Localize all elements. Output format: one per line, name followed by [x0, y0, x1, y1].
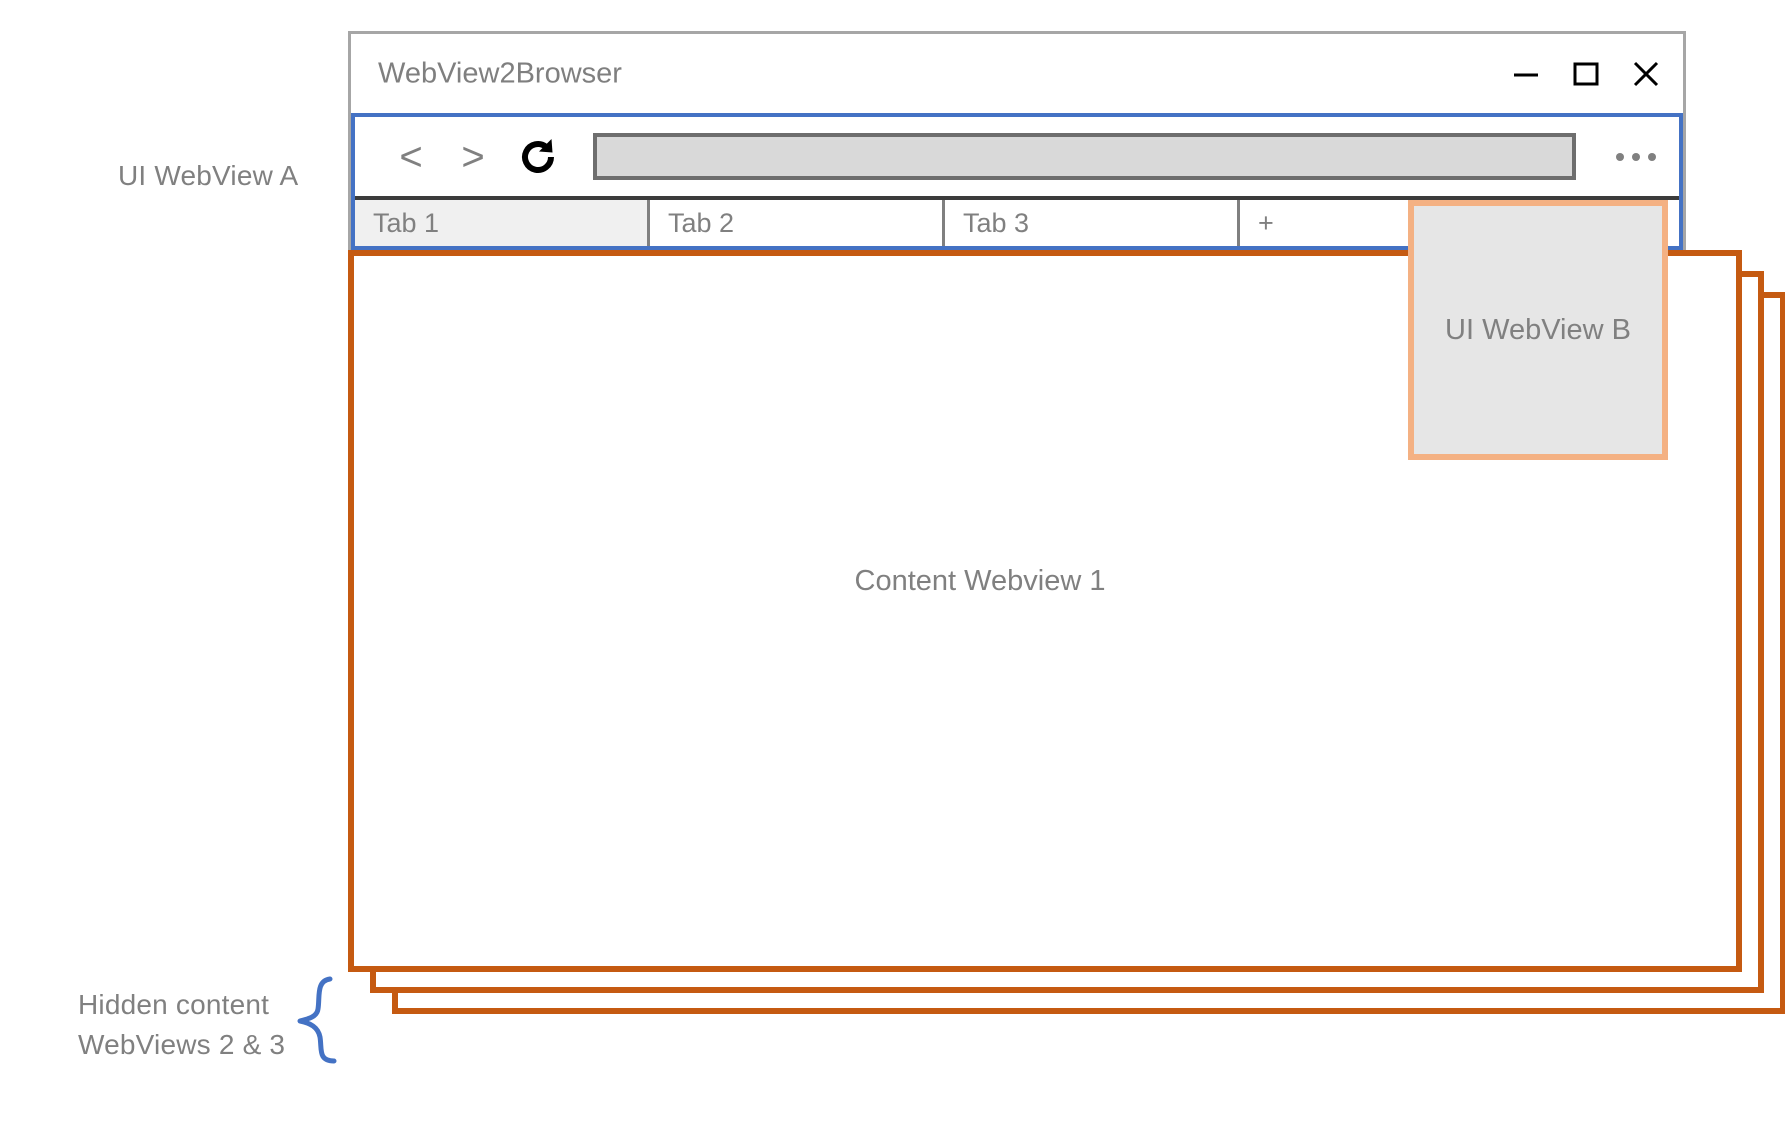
address-input[interactable] — [593, 133, 1576, 180]
tab-1-label: Tab 1 — [373, 207, 440, 238]
overflow-dot-3 — [1648, 152, 1656, 161]
window-title: WebView2Browser — [378, 57, 622, 89]
close-icon[interactable] — [1631, 59, 1661, 89]
brace-annotation-icon — [297, 976, 337, 1064]
overflow-dot-1 — [1616, 152, 1624, 161]
maximize-icon[interactable] — [1571, 59, 1601, 89]
new-tab-label: + — [1258, 207, 1274, 238]
forward-button[interactable]: > — [461, 134, 485, 179]
ui-webview-b-label: UI WebView B — [1445, 313, 1631, 346]
window-controls — [1511, 59, 1661, 89]
back-button[interactable]: < — [399, 134, 423, 179]
tab-1[interactable]: Tab 1 — [355, 200, 650, 246]
title-bar: WebView2Browser — [351, 34, 1683, 113]
overflow-dot-2 — [1632, 152, 1640, 161]
ui-webview-b-panel: UI WebView B — [1408, 200, 1668, 460]
tab-3-label: Tab 3 — [963, 207, 1030, 238]
ui-webview-a-annotation-label: UI WebView A — [118, 160, 299, 191]
tab-2-label: Tab 2 — [668, 207, 735, 238]
tab-2[interactable]: Tab 2 — [650, 200, 945, 246]
tab-3[interactable]: Tab 3 — [945, 200, 1240, 246]
browser-toolbar: < > — [355, 117, 1679, 200]
new-tab-button[interactable]: + — [1240, 200, 1420, 246]
content-webview-label: Content Webview 1 — [854, 564, 1106, 597]
minimize-icon[interactable] — [1511, 59, 1541, 89]
reload-icon[interactable] — [513, 131, 565, 183]
hidden-content-annotation-label: Hidden content WebViews 2 & 3 — [78, 989, 286, 1060]
overflow-menu-button[interactable] — [1616, 152, 1656, 161]
